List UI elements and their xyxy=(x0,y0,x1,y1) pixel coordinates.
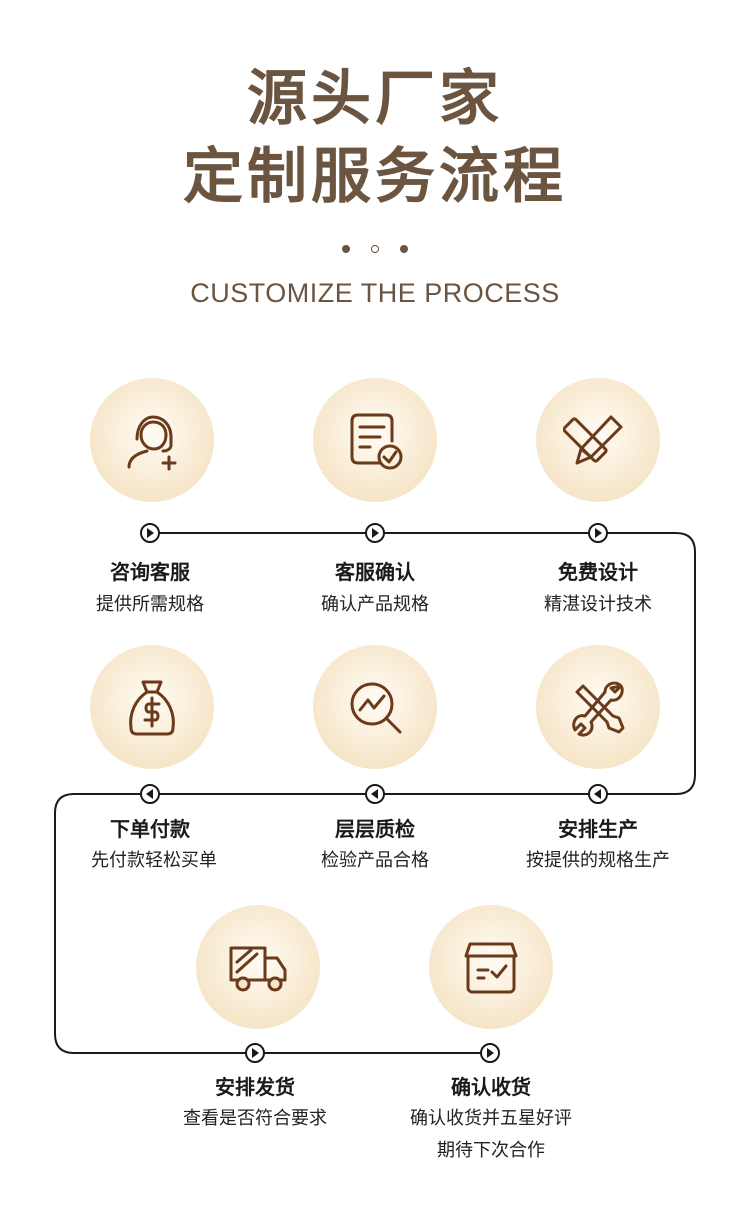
customer-service-icon xyxy=(127,415,177,471)
step-6-title: 安排生产 xyxy=(558,817,638,841)
dot-icon xyxy=(341,244,350,253)
step-1-desc: 提供所需规格 xyxy=(96,594,204,615)
step-6-desc: 按提供的规格生产 xyxy=(526,850,670,871)
arrow-left-icon xyxy=(140,784,160,804)
arrow-right-icon xyxy=(140,523,160,543)
step-1-icon-circle xyxy=(90,378,214,502)
arrow-left-icon xyxy=(588,784,608,804)
step-5-title: 层层质检 xyxy=(335,817,415,841)
step-3-title: 免费设计 xyxy=(558,560,638,584)
page-title-line2: 定制服务流程 xyxy=(183,142,567,212)
page-title-line1: 源头厂家 xyxy=(247,64,503,134)
step-4-title: 下单付款 xyxy=(110,817,190,841)
dot-icon xyxy=(371,244,379,253)
step-3-desc: 精湛设计技术 xyxy=(544,594,652,615)
page-subtitle: CUSTOMIZE THE PROCESS xyxy=(190,278,560,308)
magnifier-chart-icon xyxy=(350,682,402,734)
step-5-icon-circle xyxy=(313,645,437,769)
step-8-icon-circle xyxy=(429,905,553,1029)
step-4-icon-circle xyxy=(90,645,214,769)
money-bag-icon xyxy=(129,680,175,736)
box-check-icon xyxy=(464,942,518,994)
step-2-icon-circle xyxy=(313,378,437,502)
truck-icon xyxy=(229,946,287,992)
step-4-desc: 先付款轻松买单 xyxy=(91,850,217,871)
step-1-title: 咨询客服 xyxy=(110,560,190,584)
step-8-desc: 确认收货并五星好评 xyxy=(410,1108,572,1129)
step-6-icon-circle xyxy=(536,645,660,769)
step-7-title: 安排发货 xyxy=(215,1075,295,1099)
step-8-title: 确认收货 xyxy=(451,1075,531,1099)
step-7-desc: 查看是否符合要求 xyxy=(183,1108,327,1129)
arrow-right-icon xyxy=(365,523,385,543)
step-7-icon-circle xyxy=(196,905,320,1029)
ruler-pencil-icon xyxy=(563,415,623,465)
step-3-icon-circle xyxy=(536,378,660,502)
document-check-icon xyxy=(350,413,403,470)
tools-icon xyxy=(572,681,625,737)
arrow-left-icon xyxy=(365,784,385,804)
dot-icon xyxy=(400,244,409,253)
arrow-right-icon xyxy=(588,523,608,543)
step-5-desc: 检验产品合格 xyxy=(321,850,429,871)
decorative-dots xyxy=(0,238,750,257)
step-2-desc: 确认产品规格 xyxy=(321,594,429,615)
arrow-right-icon xyxy=(480,1043,500,1063)
step-8-desc-line2: 期待下次合作 xyxy=(437,1140,545,1161)
arrow-right-icon xyxy=(245,1043,265,1063)
step-2-title: 客服确认 xyxy=(335,560,415,584)
